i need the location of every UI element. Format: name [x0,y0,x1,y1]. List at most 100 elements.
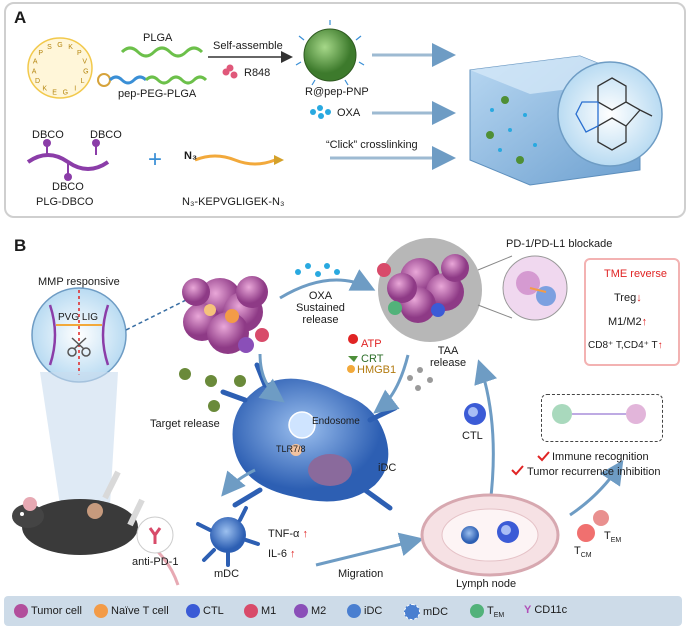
panel-a-frame [4,2,686,218]
idc-label: iDC [378,462,397,474]
anti-pd1-label: anti-PD-1 [132,556,179,568]
naive-t-cell-icon [94,604,108,618]
tcm-text: T [574,545,581,557]
tnf-label: TNF-α ↑ [268,528,308,540]
peptide-residue: E [52,89,57,96]
peptide-residue: P [38,50,43,57]
peg-chain [108,75,148,85]
peptide-residue: K [42,85,47,92]
up-arrow-icon: ↑ [657,340,663,351]
tme-cd8: CD8⁺ T,CD4⁺ T↑ [588,340,663,351]
tem-icon [470,604,484,618]
legend-label: M2 [311,604,327,617]
peptide-loop [27,37,93,99]
panel-b-label: B [14,236,27,255]
tumor-mass-left [182,276,269,354]
legend-label: T [487,604,494,617]
self-assemble-label: Self-assemble [213,40,283,52]
legend-sub: EM [493,612,505,620]
tumor-mass-right [377,238,482,342]
peptide-residue: G [57,42,62,49]
legend-label: Naïve T cell [111,604,169,617]
idc-cell [220,362,398,511]
tem-sub: EM [610,537,622,545]
plus-sign: + [148,146,163,173]
tme-treg-text: Treg [614,292,637,304]
oxa-release-line2: Sustained [296,302,345,314]
r848-label: R848 [244,67,271,79]
mdc-cell [196,506,260,567]
hmgb1-label: HMGB1 [357,364,397,376]
up-arrow-icon: ↑ [302,528,308,540]
legend-label: iDC [364,604,383,617]
il6-text: IL-6 [268,548,287,560]
m1-icon [244,604,258,618]
legend-m1: M1 [244,604,276,618]
tumor-cell-icon [14,604,28,618]
legend-naive-t-cell: Naïve T cell [94,604,169,618]
plga-chain [120,46,204,58]
peptide-residue: V [82,59,87,66]
dbco-label-3: DBCO [52,181,84,193]
legend-bar: Tumor cell Naïve T cell CTL M1 M2 iDC mD… [4,596,682,626]
tme-cd8-text: CD8⁺ T,CD4⁺ T [588,340,658,351]
taa-line1: TAA [437,345,459,357]
tem-label: TEM [604,530,621,544]
tlr-label: TLR7/8 [276,444,306,454]
legend-label: M1 [261,604,277,617]
target-release-label: Target release [150,418,220,430]
crt-label: CRT [361,353,384,365]
legend-label: CD11c [534,604,568,616]
peptide-residue: A [33,59,38,66]
panel-a-artwork [26,20,663,186]
pep-peg-plga-label: pep-PEG-PLGA [118,88,197,100]
pvglig-label: PVG LIG [58,312,99,323]
panel-a-label: A [14,8,27,27]
atp-label: ATP [361,338,382,350]
recognition-box [541,394,663,442]
dbco-label-1: DBCO [32,129,64,141]
pd1-blockade-label: PD-1/PD-L1 blockade [506,238,613,250]
panel-b-artwork [12,238,646,586]
legend-label: mDC [423,605,449,618]
taa-release-label: TAA release [430,345,466,369]
up-arrow-icon: ↑ [641,316,648,328]
nanoparticle [303,28,357,82]
tcm-cell [577,524,595,542]
legend-tem: TEM [470,604,504,619]
tme-m1m2: M1/M2↑ [608,316,647,328]
tumor-recurrence-label: Tumor recurrence inhibition [527,466,661,478]
mdc-icon [404,604,420,620]
m2-icon [294,604,308,618]
plga-label: PLGA [143,32,173,44]
tme-m1m2-text: M1/M2 [608,316,642,328]
down-arrow-icon: ↓ [636,292,642,304]
peptide-residue: L [81,78,85,85]
oxa-release-label: OXA Sustained release [296,290,345,326]
peptide-residue: G [63,89,68,96]
tme-reverse-box: TME reverse Treg↓ M1/M2↑ CD8⁺ T,CD4⁺ T↑ [584,258,680,366]
syringe-icon [102,470,121,500]
peptide-residue: S [47,44,52,51]
mouse-illustration [12,497,180,586]
peptide-residue: D [35,78,40,85]
tnf-text: TNF-α [268,528,300,540]
taa-line2: release [430,357,467,369]
dbco-label-2: DBCO [90,129,122,141]
migration-label: Migration [338,568,384,580]
tme-title: TME reverse [604,268,667,280]
scissors-icon [67,337,91,357]
up-arrow-icon: ↑ [290,548,296,560]
nanoparticle-label: R@pep-PNP [305,86,369,98]
endosome-label: Endosome [312,416,360,427]
n3-peptide-chain [194,154,276,166]
ctl-label: CTL [462,430,483,442]
tem-text: T [604,530,611,542]
n3-peptide-label: N₃-KEPVGLIGEK-N₃ [182,196,285,208]
legend-label: Tumor cell [31,604,82,617]
ctl-icon [186,604,200,618]
legend-m2: M2 [294,604,326,618]
legend-idc: iDC [347,604,382,618]
